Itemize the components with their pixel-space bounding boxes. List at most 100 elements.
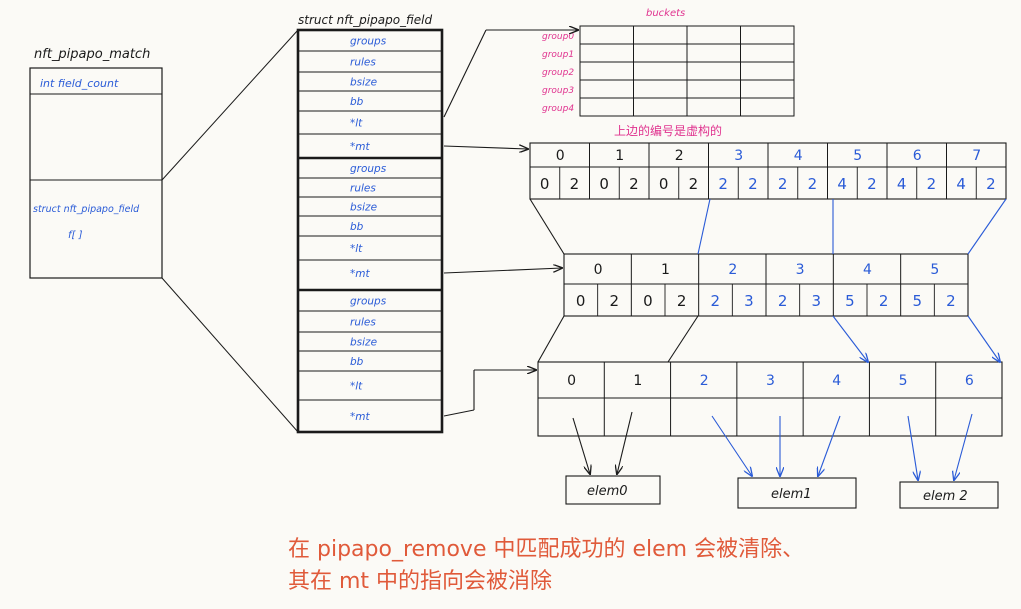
bucket-row-label: group3 bbox=[542, 86, 574, 96]
mt-outline bbox=[537, 361, 1003, 437]
mt-value-label: 2 bbox=[610, 292, 620, 310]
mt-index-label: 1 bbox=[615, 148, 624, 164]
mt-link-line bbox=[443, 268, 562, 274]
field-rows: groups rules bsize bb *lt *mt groups rules bsize… bbox=[296, 28, 444, 434]
mt-value-label: 2 bbox=[986, 175, 996, 193]
mt-index-label: 5 bbox=[930, 262, 939, 278]
field-row-mt-label: *mt bbox=[350, 141, 370, 153]
mt-index-label: 0 bbox=[567, 373, 576, 389]
mt-value-label: 4 bbox=[837, 175, 847, 193]
bucket-row-label: group0 bbox=[542, 32, 574, 42]
mt-index-label: 1 bbox=[633, 373, 642, 389]
mt-value-label: 4 bbox=[956, 175, 966, 193]
bucket-row-label: group1 bbox=[542, 50, 574, 60]
elem-label: elem0 bbox=[587, 484, 628, 499]
field-row-lt-label: *lt bbox=[350, 381, 363, 393]
elem-pointer-arrow bbox=[617, 411, 633, 474]
mt-value-label: 2 bbox=[677, 292, 687, 310]
mt-value-label: 2 bbox=[879, 292, 889, 310]
mt-value-label: 2 bbox=[748, 175, 758, 193]
mt-value-label: 0 bbox=[599, 175, 609, 193]
mt-value-label: 2 bbox=[808, 175, 818, 193]
elem-pointer-arrow bbox=[711, 415, 752, 476]
field-row-lt-label: *lt bbox=[350, 243, 363, 255]
buckets-table: buckets group0 group1 group2 group3 group4 bbox=[542, 8, 795, 117]
field-row-mt-label: *mt bbox=[350, 411, 370, 423]
elem-box bbox=[737, 477, 857, 509]
mt-value-label: 0 bbox=[659, 175, 669, 193]
mt-index-label: 3 bbox=[766, 373, 775, 389]
mt-value-label: 2 bbox=[778, 175, 788, 193]
elem-pointer-arrow bbox=[907, 415, 918, 480]
mt-link-line bbox=[832, 315, 868, 362]
mt-note: 上边的编号是虚构的 bbox=[614, 123, 722, 138]
match-title: nft_pipapo_match bbox=[34, 47, 150, 62]
field-row-rules-label: rules bbox=[350, 317, 376, 329]
elem-pointer-arrow bbox=[572, 417, 590, 474]
mt-index-label: 6 bbox=[913, 148, 922, 164]
mt-index-label: 2 bbox=[675, 148, 684, 164]
field-outline bbox=[296, 28, 444, 434]
elem-box bbox=[565, 475, 661, 505]
mt-link-line bbox=[443, 146, 528, 149]
field-row-bsize-label: bsize bbox=[350, 202, 377, 214]
mt-value-label: 2 bbox=[867, 175, 877, 193]
field-row-bsize-label: bsize bbox=[350, 337, 377, 349]
mt-link-line bbox=[967, 198, 1007, 255]
mt-index-label: 5 bbox=[899, 373, 908, 389]
elem-label: elem1 bbox=[771, 487, 812, 502]
mt-index-label: 3 bbox=[796, 262, 805, 278]
mt-index-label: 7 bbox=[972, 148, 981, 164]
mt-index-label: 3 bbox=[734, 148, 743, 164]
mt-index-label: 1 bbox=[661, 262, 670, 278]
mt-value-label: 0 bbox=[643, 292, 653, 310]
field-row-rules-label: rules bbox=[350, 57, 376, 69]
bucket-row-label: group4 bbox=[542, 104, 574, 114]
field-row-bb-label: bb bbox=[350, 221, 364, 233]
mt-link-line bbox=[529, 198, 565, 255]
mt-index-label: 5 bbox=[853, 148, 862, 164]
mt-link-line bbox=[667, 315, 699, 363]
caption-line1: 在 pipapo_remove 中匹配成功的 elem 会被清除、 bbox=[288, 537, 804, 562]
elem-pointer-arrow bbox=[954, 413, 973, 480]
mt-index-label: 4 bbox=[832, 373, 841, 389]
elem-pointer-arrow bbox=[818, 415, 841, 476]
mt-value-label: 2 bbox=[629, 175, 639, 193]
mt-value-label: 0 bbox=[576, 292, 586, 310]
mt-value-label: 2 bbox=[689, 175, 699, 193]
buckets-title: buckets bbox=[646, 8, 685, 19]
match-field-count: int field_count bbox=[40, 77, 119, 90]
bucket-row-label: group2 bbox=[542, 68, 574, 78]
field-row-bsize-label: bsize bbox=[350, 77, 377, 89]
elem-label: elem 2 bbox=[923, 489, 968, 504]
field-row-bb-label: bb bbox=[350, 96, 364, 108]
mt-links bbox=[443, 29, 1007, 417]
mt-index-label: 0 bbox=[594, 262, 603, 278]
mt-value-label: 4 bbox=[897, 175, 907, 193]
mt-link-line bbox=[443, 29, 487, 118]
mt-value-label: 2 bbox=[946, 292, 956, 310]
field-row-groups-label: groups bbox=[350, 163, 387, 175]
field-row-lt-label: *lt bbox=[350, 118, 363, 130]
buckets-grid: group0 group1 group2 group3 group4 bbox=[542, 25, 795, 117]
mt-link-line bbox=[537, 315, 565, 363]
mt-value-label: 3 bbox=[812, 292, 822, 310]
mt-index-label: 0 bbox=[556, 148, 565, 164]
mt-value-label: 2 bbox=[778, 292, 788, 310]
elem-boxes: elem0 elem1 elem 2 bbox=[565, 411, 999, 509]
mt-value-label: 0 bbox=[540, 175, 550, 193]
mt-value-label: 2 bbox=[927, 175, 937, 193]
mt-value-label: 2 bbox=[711, 292, 721, 310]
mt-link-line bbox=[967, 315, 1000, 362]
projection-line bbox=[161, 277, 299, 433]
field-row-groups-label: groups bbox=[350, 36, 387, 48]
pipapo-field-struct: struct nft_pipapo_field groupsrulesbsize… bbox=[296, 13, 444, 434]
match-box bbox=[29, 67, 163, 279]
mt-value-label: 3 bbox=[744, 292, 754, 310]
mt-link-line bbox=[697, 198, 711, 255]
mt-index-label: 6 bbox=[965, 373, 974, 389]
projection-line bbox=[161, 29, 299, 181]
pipapo-match-struct: nft_pipapo_match int field_count struct … bbox=[29, 47, 163, 279]
